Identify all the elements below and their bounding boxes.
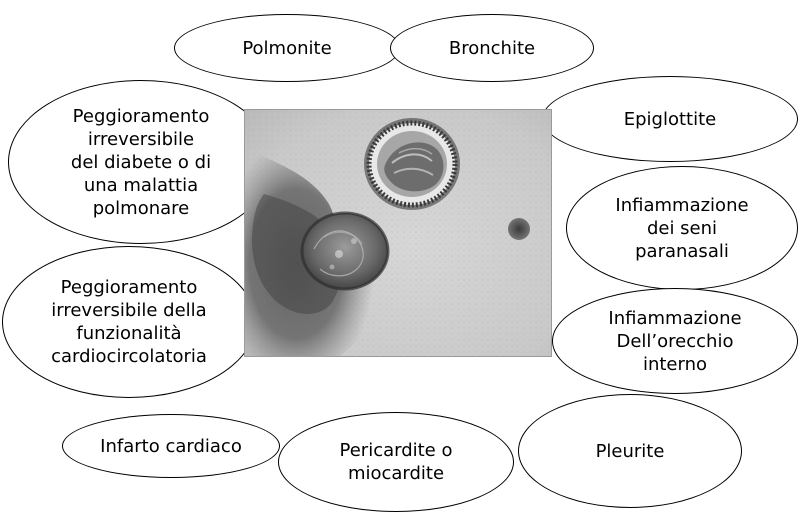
label-pleurite: Pleurite [596,440,665,463]
virus-micrograph [244,109,552,357]
micrograph-svg [244,109,552,357]
ellipse-pericardite: Pericardite o miocardite [278,412,514,512]
label-seni-paranasali: Infiammazione dei seni paranasali [615,194,748,263]
label-pericardite: Pericardite o miocardite [340,439,453,485]
label-infarto: Infarto cardiaco [100,435,242,458]
ellipse-seni-paranasali: Infiammazione dei seni paranasali [566,166,798,290]
label-orecchio: Infiammazione Dell’orecchio interno [608,307,741,376]
ellipse-polmonite: Polmonite [174,14,400,82]
label-bronchite: Bronchite [449,37,535,60]
label-diabete: Peggioramento irreversibile del diabete … [71,105,211,220]
ellipse-infarto: Infarto cardiaco [62,414,280,478]
ellipse-bronchite: Bronchite [390,14,594,82]
label-cardiocircolatoria: Peggioramento irreversibile della funzio… [51,276,207,368]
ellipse-orecchio: Infiammazione Dell’orecchio interno [552,288,798,394]
ellipse-epiglottite: Epiglottite [542,76,798,162]
ellipse-diabete: Peggioramento irreversibile del diabete … [8,80,274,244]
label-polmonite: Polmonite [242,37,331,60]
ellipse-pleurite: Pleurite [518,394,742,508]
ellipse-cardiocircolatoria: Peggioramento irreversibile della funzio… [2,246,256,398]
label-epiglottite: Epiglottite [624,108,717,131]
